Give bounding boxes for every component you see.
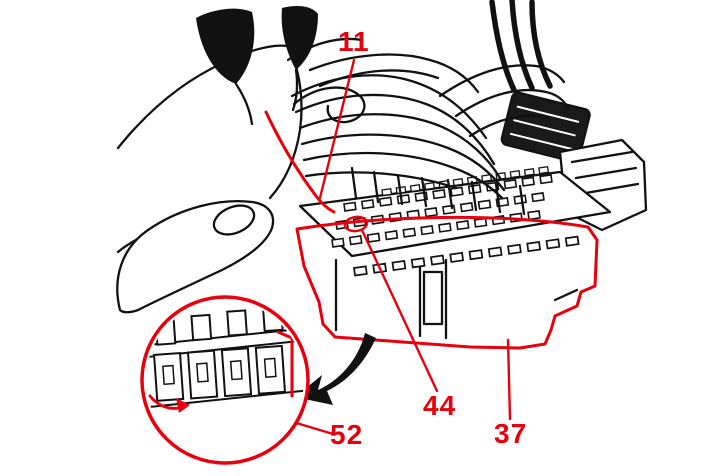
connector-block [295, 166, 612, 350]
callout-label-52: 52 [330, 419, 364, 450]
callout-label-37: 37 [494, 418, 528, 449]
callout-label-11: 11 [338, 26, 370, 57]
terminal-marker-44 [343, 215, 369, 233]
harness-cable [489, 0, 553, 93]
hand-illustration [116, 6, 318, 314]
leader-line-11 [318, 58, 356, 200]
secondary-connector [500, 91, 648, 232]
leader-line-37 [506, 338, 512, 421]
highlighted-wire-11 [264, 110, 336, 214]
inset-detail-circle [140, 295, 310, 465]
thumbnail [212, 204, 256, 236]
rotate-arrow-icon [295, 333, 376, 405]
leader-line-44 [360, 228, 439, 393]
connector-highlight-outline-37 [295, 215, 599, 350]
inset-release-arrowhead [176, 398, 190, 413]
callout-label-44: 44 [423, 390, 457, 421]
